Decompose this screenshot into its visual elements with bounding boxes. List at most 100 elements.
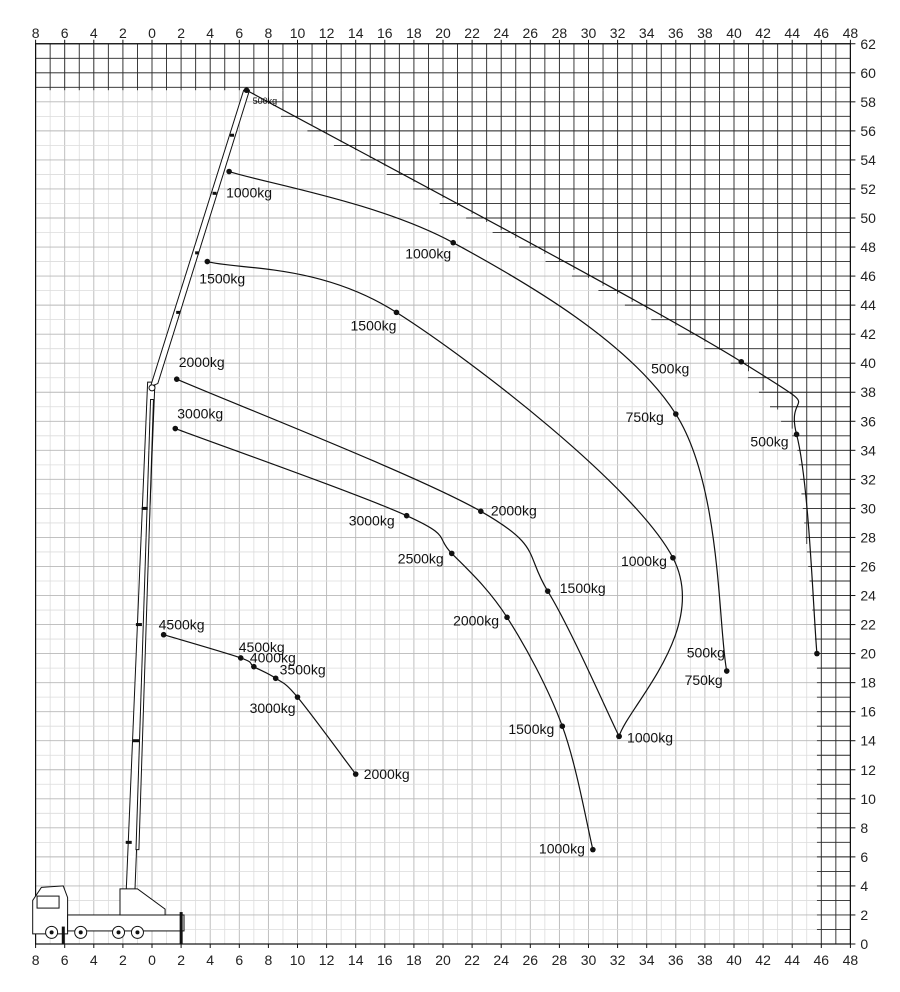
load-point xyxy=(478,508,484,515)
y-tick-label: 46 xyxy=(860,268,876,284)
load-point xyxy=(160,631,167,638)
y-tick-label: 52 xyxy=(860,181,876,197)
boom-joint xyxy=(141,506,148,510)
x-tick-label-top: 36 xyxy=(668,25,684,41)
y-tick-label: 56 xyxy=(860,123,876,139)
y-tick-label: 8 xyxy=(860,820,868,836)
wheel-hub xyxy=(78,930,83,935)
load-point xyxy=(673,411,679,417)
x-tick-label-bottom: 38 xyxy=(697,952,713,968)
load-label: 2000kg xyxy=(453,612,499,628)
jib-joint-marker xyxy=(176,310,181,314)
load-point xyxy=(793,431,800,438)
x-tick-label-top: 24 xyxy=(493,25,509,41)
y-tick-label: 58 xyxy=(860,94,876,110)
load-label: 1500kg xyxy=(199,271,245,287)
load-label: 4500kg xyxy=(239,639,285,655)
load-point xyxy=(272,675,279,682)
y-tick-label: 32 xyxy=(860,471,876,487)
x-tick-label-bottom: 26 xyxy=(523,952,539,968)
chart-grid xyxy=(34,43,851,945)
y-tick-label: 6 xyxy=(860,849,868,865)
x-tick-label-bottom: 4 xyxy=(90,952,98,968)
x-tick-label-bottom: 40 xyxy=(726,952,742,968)
y-tick-label: 60 xyxy=(860,65,876,81)
load-label: 500kg xyxy=(253,96,278,106)
wheel-hub xyxy=(135,930,140,935)
x-tick-label-top: 8 xyxy=(265,25,273,41)
x-tick-label-bottom: 46 xyxy=(814,952,830,968)
x-tick-label-top: 42 xyxy=(755,25,771,41)
load-curve xyxy=(246,89,818,654)
boom-joint xyxy=(135,623,142,627)
truck-window xyxy=(36,895,60,909)
x-tick-label-bottom: 8 xyxy=(32,952,40,968)
load-point xyxy=(670,554,676,561)
load-point xyxy=(243,87,250,94)
load-point xyxy=(172,425,179,432)
fly-jib xyxy=(149,89,251,388)
x-tick-label-top: 20 xyxy=(435,25,451,41)
y-tick-label: 14 xyxy=(860,733,876,749)
x-tick-label-bottom: 14 xyxy=(348,952,364,968)
x-tick-label-bottom: 44 xyxy=(784,952,800,968)
y-tick-label: 2 xyxy=(860,907,868,923)
y-tick-label: 54 xyxy=(860,152,876,168)
x-tick-label-top: 10 xyxy=(290,25,306,41)
x-tick-label-top: 28 xyxy=(552,25,568,41)
x-tick-label-bottom: 34 xyxy=(639,952,655,968)
load-point xyxy=(251,663,257,670)
load-labels: 500kg500kg500kg500kg1000kg1000kg750kg750… xyxy=(159,96,789,856)
x-tick-label-bottom: 20 xyxy=(435,952,451,968)
x-tick-label-top: 0 xyxy=(148,25,156,41)
load-label: 500kg xyxy=(750,433,788,449)
load-point xyxy=(237,655,244,661)
x-tick-label-top: 46 xyxy=(814,25,830,41)
jib-joint xyxy=(148,384,156,392)
load-label: 2000kg xyxy=(491,502,537,518)
load-label: 500kg xyxy=(687,645,725,661)
load-point xyxy=(616,733,622,740)
x-tick-label-bottom: 32 xyxy=(610,952,626,968)
load-point xyxy=(393,309,400,316)
y-tick-label: 18 xyxy=(860,675,876,691)
y-tick-label: 34 xyxy=(860,442,876,458)
load-curves xyxy=(160,87,820,853)
load-curve xyxy=(175,427,594,850)
load-label: 1500kg xyxy=(351,317,397,333)
load-label: 3000kg xyxy=(250,700,296,716)
lower-boom-inner xyxy=(135,399,154,851)
load-label: 1000kg xyxy=(405,246,451,262)
load-label: 3000kg xyxy=(177,406,223,422)
x-tick-label-top: 44 xyxy=(784,25,800,41)
load-point xyxy=(204,258,211,265)
y-tick-label: 48 xyxy=(860,239,876,255)
load-point xyxy=(294,694,301,700)
boom-joint xyxy=(132,739,139,743)
x-tick-label-bottom: 8 xyxy=(265,952,273,968)
load-label: 4000kg xyxy=(250,650,296,666)
y-tick-label: 0 xyxy=(860,936,868,952)
load-point xyxy=(403,512,410,519)
load-label: 2000kg xyxy=(179,354,225,370)
load-point xyxy=(559,723,566,729)
y-tick-label: 26 xyxy=(860,558,876,574)
y-tick-label: 20 xyxy=(860,646,876,662)
load-point xyxy=(352,771,359,777)
x-tick-label-bottom: 6 xyxy=(235,952,243,968)
jib-joint-marker xyxy=(195,251,200,255)
x-tick-label-top: 22 xyxy=(464,25,480,41)
wheel-hub xyxy=(49,930,54,935)
load-label: 1500kg xyxy=(508,721,554,737)
x-tick-label-bottom: 2 xyxy=(119,952,127,968)
load-label: 3500kg xyxy=(280,661,326,677)
x-tick-label-top: 6 xyxy=(235,25,243,41)
x-tick-label-bottom: 2 xyxy=(177,952,185,968)
x-tick-label-top: 26 xyxy=(523,25,539,41)
load-label: 750kg xyxy=(685,672,723,688)
x-tick-label-top: 38 xyxy=(697,25,713,41)
x-tick-label-bottom: 48 xyxy=(843,952,859,968)
x-tick-label-bottom: 22 xyxy=(464,952,480,968)
y-tick-label: 40 xyxy=(860,355,876,371)
